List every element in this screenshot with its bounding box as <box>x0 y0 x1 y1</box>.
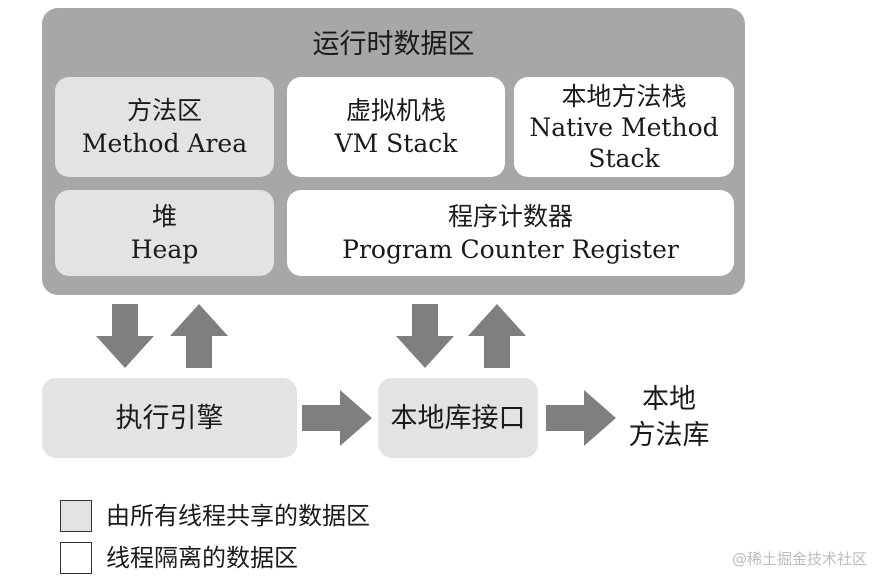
execution-engine-label: 执行引擎 <box>115 402 224 434</box>
arrow-up-from-native-interface <box>468 304 526 368</box>
legend-shared-swatch <box>60 500 92 532</box>
method-area-zh: 方法区 <box>126 96 202 125</box>
heap-box: 堆 Heap <box>55 190 274 276</box>
native-method-library-line2: 方法库 <box>628 420 710 451</box>
heap-en: Heap <box>130 235 199 264</box>
arrow-engine-to-interface <box>302 390 372 446</box>
program-counter-register-box: 程序计数器 Program Counter Register <box>287 190 734 276</box>
native-method-stack-box: 本地方法栈 Native Method Stack <box>514 77 734 177</box>
arrow-down-to-engine <box>96 304 154 368</box>
program-counter-register-en: Program Counter Register <box>342 235 679 264</box>
native-library-interface-box: 本地库接口 <box>378 378 538 458</box>
arrow-up-from-engine <box>170 304 228 368</box>
vm-stack-box: 虚拟机栈 VM Stack <box>287 77 505 177</box>
program-counter-register-zh: 程序计数器 <box>447 202 573 231</box>
arrow-down-to-native-interface <box>396 304 454 368</box>
arrow-interface-to-native-library <box>546 390 616 446</box>
vm-stack-zh: 虚拟机栈 <box>345 96 446 125</box>
vm-stack-en: VM Stack <box>334 129 458 158</box>
execution-engine-box: 执行引擎 <box>42 378 297 458</box>
native-method-library-line1: 本地 <box>642 384 696 415</box>
native-method-stack-zh: 本地方法栈 <box>561 81 687 111</box>
native-method-stack-en-line1: Native Method <box>529 112 719 142</box>
runtime-data-area-title: 运行时数据区 <box>312 29 475 60</box>
watermark: @稀土掘金技术社区 <box>731 550 867 568</box>
native-method-library: 本地 方法库 <box>624 382 714 454</box>
heap-zh: 堆 <box>151 202 177 231</box>
method-area-box: 方法区 Method Area <box>55 77 274 177</box>
native-library-interface-label: 本地库接口 <box>390 402 526 434</box>
native-method-stack-en-line2: Stack <box>588 143 660 173</box>
legend-isolated-label: 线程隔离的数据区 <box>106 544 298 572</box>
legend-isolated-swatch <box>60 542 92 574</box>
legend-shared-label: 由所有线程共享的数据区 <box>106 502 370 530</box>
method-area-en: Method Area <box>81 129 248 158</box>
